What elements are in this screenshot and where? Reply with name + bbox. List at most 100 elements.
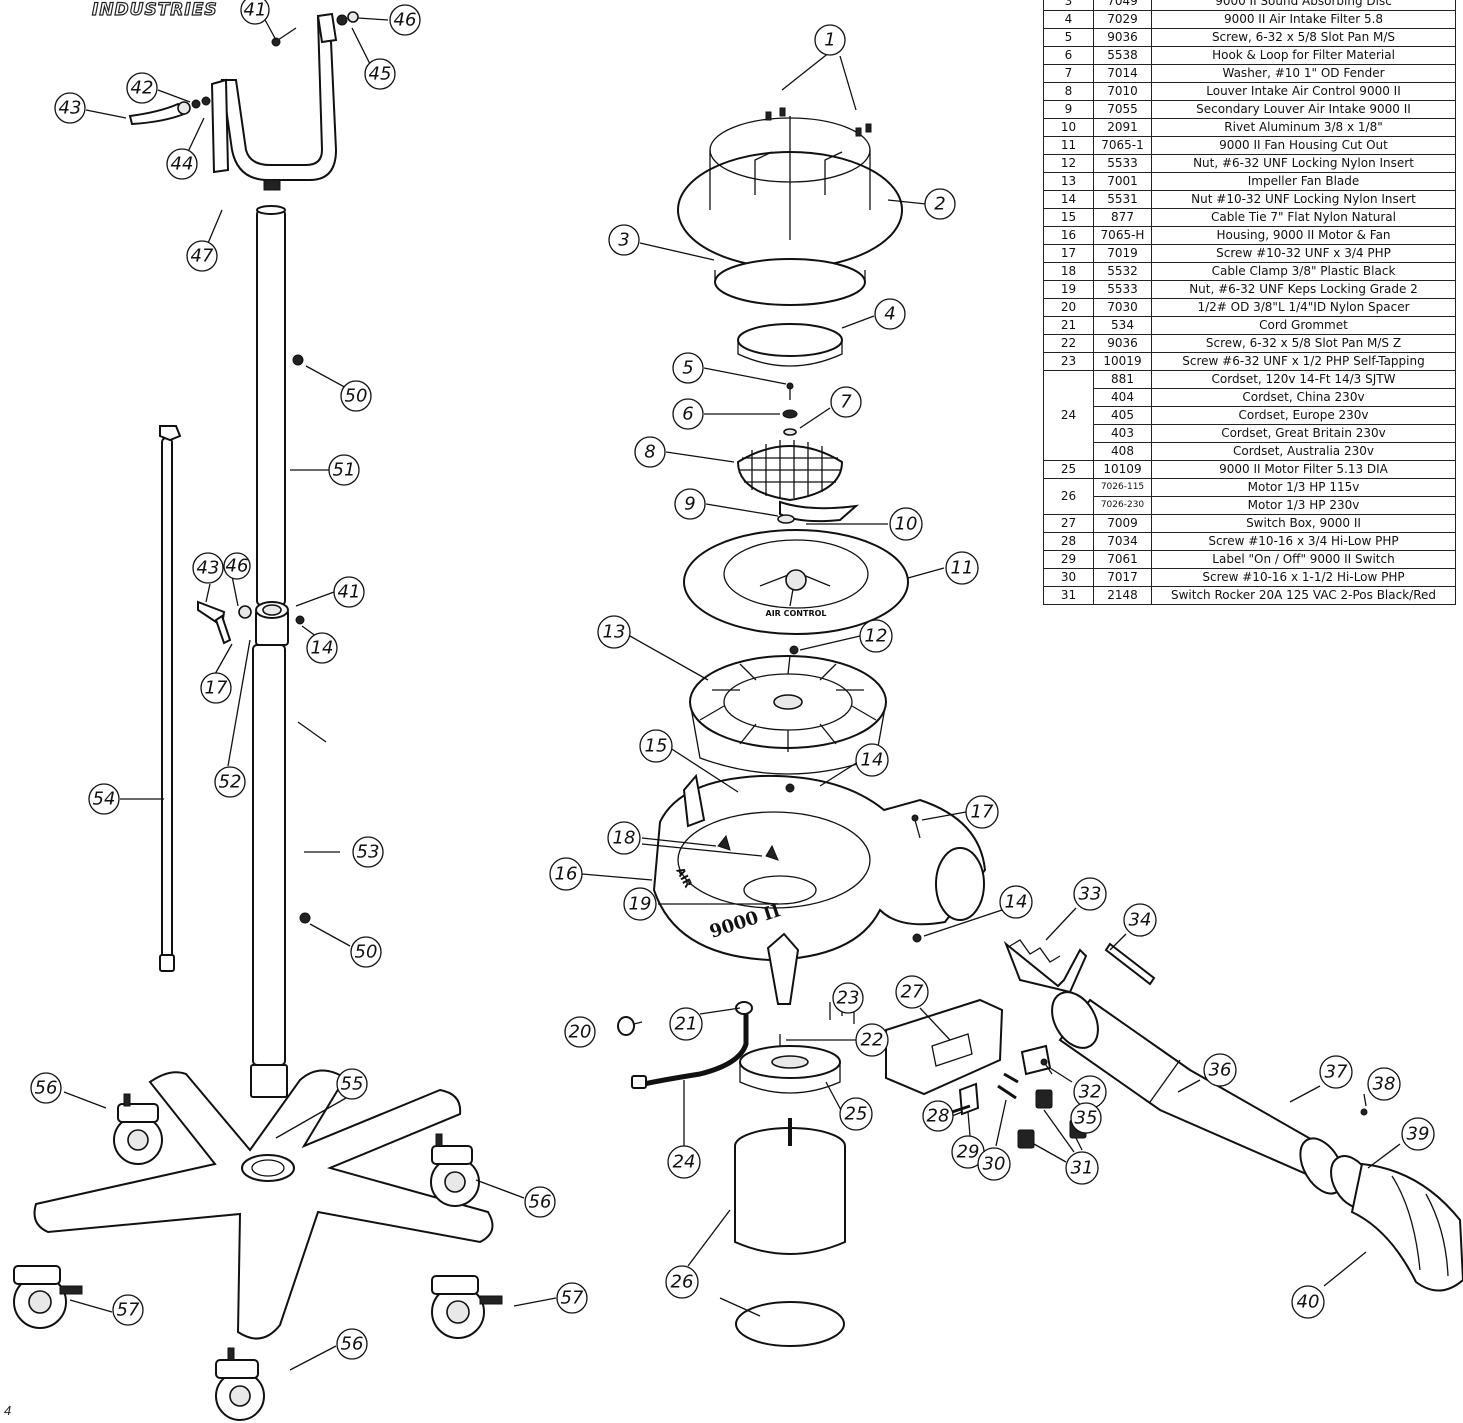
svg-text:5: 5 [682, 358, 693, 379]
callout-5: 5 [672, 352, 704, 384]
washer-7 [783, 428, 797, 436]
item-number-cell: 13 [1043, 172, 1094, 191]
part-number-cell: 7065-1 [1093, 136, 1152, 155]
callout-50-lower: 50 [350, 936, 382, 968]
item-number-cell: 16 [1043, 226, 1094, 245]
svg-text:14: 14 [861, 750, 884, 771]
part-number-cell: 7001 [1093, 172, 1152, 191]
callout-53: 53 [352, 836, 384, 868]
callout-46-mid: 46 [223, 552, 251, 580]
svg-text:56: 56 [341, 1334, 364, 1355]
callout-19: 19 [623, 887, 657, 921]
svg-text:14: 14 [1005, 892, 1028, 913]
callout-10: 10 [889, 507, 923, 541]
item-number-cell: 30 [1043, 568, 1094, 587]
locking-caster-57-right [431, 1275, 503, 1339]
callout-20: 20 [564, 1016, 596, 1048]
description-cell: Housing, 9000 II Motor & Fan [1151, 226, 1456, 245]
svg-text:19: 19 [629, 894, 652, 915]
screws-28-30 [951, 1072, 1019, 1114]
svg-text:37: 37 [1325, 1062, 1348, 1083]
callout-54: 54 [88, 783, 120, 815]
svg-text:15: 15 [645, 736, 668, 757]
svg-text:41: 41 [244, 0, 267, 21]
svg-text:54: 54 [93, 789, 116, 810]
gas-spring-rod [159, 425, 182, 972]
part-number-cell: 7017 [1093, 568, 1152, 587]
svg-text:33: 33 [1079, 884, 1102, 905]
description-cell: Cordset, Europe 230v [1151, 406, 1456, 425]
description-cell: 1/2# OD 3/8"L 1/4"ID Nylon Spacer [1151, 298, 1456, 317]
nut-14-stand [295, 615, 305, 625]
item-number-cell: 25 [1043, 460, 1094, 479]
svg-text:39: 39 [1407, 1124, 1430, 1145]
item-number-cell: 19 [1043, 280, 1094, 299]
description-cell: Nut, #6-32 UNF Keps Locking Grade 2 [1151, 280, 1456, 299]
callout-32: 32 [1073, 1075, 1107, 1109]
intake-filter [737, 323, 843, 367]
motor [734, 1118, 846, 1347]
clamp-lever-43-mid [197, 600, 232, 645]
svg-text:56: 56 [35, 1078, 58, 1099]
item-number-cell: 6 [1043, 46, 1094, 65]
svg-text:46: 46 [394, 10, 417, 31]
part-number-cell: 7030 [1093, 298, 1152, 317]
svg-text:26: 26 [671, 1272, 694, 1293]
description-cell: Switch Box, 9000 II [1151, 514, 1456, 533]
part-number-cell: 5533 [1093, 280, 1152, 299]
heating-element-33 [1003, 939, 1088, 994]
screw-5 [786, 382, 794, 400]
svg-text:4: 4 [884, 304, 895, 325]
item-number-cell: 15 [1043, 208, 1094, 227]
part-number-cell: 7061 [1093, 550, 1152, 569]
elbow-40 [1350, 1162, 1463, 1292]
callout-21: 21 [669, 1007, 703, 1041]
description-cell: Screw #10-32 UNF x 3/4 PHP [1151, 244, 1456, 263]
part-number-cell: 404 [1093, 388, 1152, 407]
description-cell: Label "On / Off" 9000 II Switch [1151, 550, 1456, 569]
item-number-cell: 18 [1043, 262, 1094, 281]
svg-text:51: 51 [333, 460, 356, 481]
leader-lines [63, 17, 1401, 1371]
svg-text:9: 9 [684, 494, 695, 515]
description-cell: Cordset, 120v 14-Ft 14/3 SJTW [1151, 370, 1456, 389]
svg-text:13: 13 [603, 622, 626, 643]
description-cell: Cordset, China 230v [1151, 388, 1456, 407]
svg-text:38: 38 [1373, 1074, 1396, 1095]
pole-clamp-collar [238, 601, 289, 646]
callout-52: 52 [214, 766, 246, 798]
part-number-cell: 7019 [1093, 244, 1152, 263]
callout-41-top: 41 [240, 0, 270, 25]
clamp-lever-43-top [128, 96, 211, 126]
description-cell: Screw, 6-32 x 5/8 Slot Pan M/S Z [1151, 334, 1456, 353]
callout-35: 35 [1070, 1102, 1102, 1134]
item-number-cell: 24 [1043, 370, 1094, 461]
callout-14-lower: 14 [999, 885, 1033, 919]
item-number-cell: 17 [1043, 244, 1094, 263]
callout-16: 16 [549, 857, 583, 891]
description-cell: Rivet Aluminum 3/8 x 1/8" [1151, 118, 1456, 137]
callout-34: 34 [1123, 903, 1157, 937]
page-corner-mark: 4 [4, 1403, 12, 1418]
screw-17-housing [911, 814, 921, 839]
cable-clamps-18 [717, 834, 779, 861]
callout-27: 27 [895, 975, 929, 1009]
secondary-louver-washer [777, 514, 795, 524]
svg-text:23: 23 [837, 988, 860, 1009]
svg-text:43: 43 [197, 558, 220, 579]
upper-pole [256, 205, 286, 606]
